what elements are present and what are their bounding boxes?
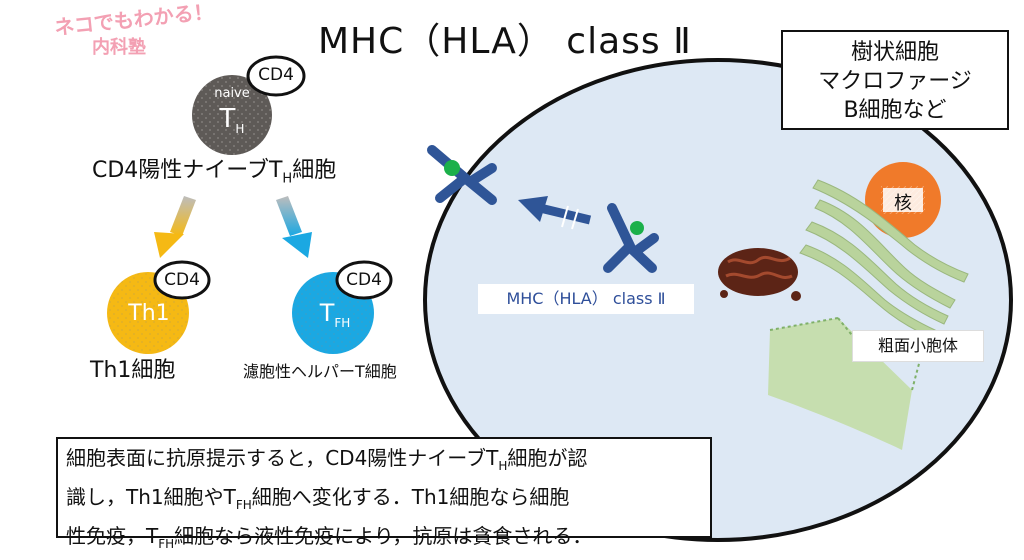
er-label: 粗面小胞体 [852, 330, 984, 362]
cd4-marker-tfh [335, 260, 393, 300]
cell-type-2: マクロファージ [818, 69, 972, 94]
antigen-on-surface [444, 160, 460, 176]
nucleus-label: 核 [894, 193, 912, 214]
tfh-caption: 濾胞性ヘルパーT細胞 [243, 362, 397, 381]
site-logo: ネコでもわかる！ 内科塾 [53, 0, 214, 59]
cell-type-3: B細胞など [843, 98, 947, 123]
mhc-molecule-surface [427, 145, 497, 205]
explanation-box: 細胞表面に抗原提示すると，CD4陽性ナイーブTH細胞が認 識し，Th1細胞やTF… [56, 437, 712, 551]
arrow-to-th1 [154, 196, 196, 258]
tfh-symbol: TFH [319, 299, 351, 330]
th1-caption: Th1細胞 [90, 358, 176, 383]
golgi-region [768, 318, 912, 450]
mitochondria-icon [718, 248, 801, 301]
diagram-canvas [107, 55, 1013, 542]
page-title: MHC（HLA） class Ⅱ [318, 21, 692, 62]
arrow-to-tfh [276, 196, 312, 258]
mhc-label: MHC（HLA） class Ⅱ [478, 284, 694, 314]
transport-arrow [518, 196, 592, 230]
cd4-label-naive: CD4 [258, 65, 294, 85]
explanation-line-1: 細胞表面に抗原提示すると，CD4陽性ナイーブTH細胞が認 [66, 446, 588, 473]
mhc-molecule-in-cell [603, 203, 659, 273]
naive-symbol: TH [219, 104, 245, 137]
cd4-marker-th1 [153, 260, 211, 300]
logo-line2: 内科塾 [92, 37, 146, 58]
cell-type-1: 樹状細胞 [850, 40, 939, 65]
cd4-label-th1: CD4 [164, 270, 200, 290]
explanation-line-3: 性免疫，TFH細胞なら液性免疫により，抗原は貪食される． [66, 524, 593, 551]
cd4-label-tfh: CD4 [346, 270, 382, 290]
cell-types-box: 樹状細胞 マクロファージ B細胞など [781, 30, 1009, 130]
cd4-marker-naive [246, 55, 306, 97]
explanation-line-2: 識し，Th1細胞やTFH細胞へ変化する．Th1細胞なら細胞 [66, 485, 570, 512]
antigen-in-cell [630, 221, 644, 235]
th1-symbol: Th1 [128, 301, 170, 326]
rough-er-icon [799, 179, 969, 338]
naive-caption: CD4陽性ナイーブTH細胞 [92, 158, 337, 187]
naive-label: naive [214, 86, 250, 101]
